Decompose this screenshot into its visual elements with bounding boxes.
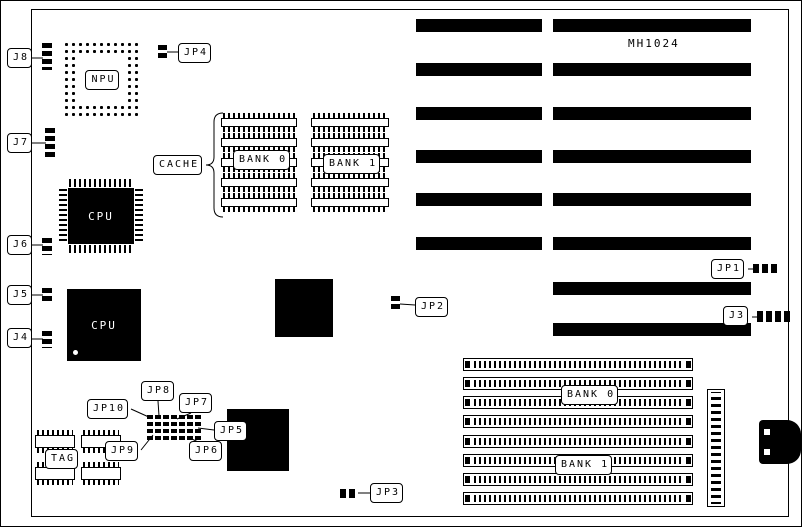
pin1-marker-dot — [73, 350, 78, 355]
cache-chip — [311, 193, 389, 212]
connector-label-j7: J7 — [7, 133, 33, 153]
jp10-label: JP10 — [87, 399, 129, 419]
j3-pins — [757, 311, 790, 322]
isa-slot — [553, 19, 751, 32]
jumper-pins — [155, 415, 161, 441]
isa-slot — [553, 282, 751, 295]
tag-chip — [81, 462, 121, 485]
connector-label-j4: J4 — [7, 328, 33, 348]
jumper-pins — [187, 415, 193, 441]
cpu-qfp-body: CPU — [68, 188, 134, 244]
jp2-pins — [391, 296, 400, 309]
isa-slot — [553, 237, 751, 250]
connector-label-j8: J8 — [7, 48, 33, 68]
qfp-pins-right — [135, 189, 143, 243]
isa-slot — [416, 237, 542, 250]
connector-pins-j5 — [42, 288, 52, 301]
connector-label-j5: J5 — [7, 285, 33, 305]
isa-slot — [416, 193, 542, 206]
chipset-chip — [275, 279, 333, 337]
jp3-pins — [340, 489, 358, 498]
jp1-pins — [753, 264, 779, 273]
cache-chip — [311, 133, 389, 152]
isa-slot — [416, 63, 542, 76]
connector-label-j6: J6 — [7, 235, 33, 255]
cache-chip — [221, 133, 297, 152]
jp3-label: JP3 — [370, 483, 404, 503]
jp9-label: JP9 — [105, 441, 139, 461]
cpu-qfp-package: CPU — [59, 179, 143, 253]
cpu-pga-chip: CPU — [67, 289, 141, 361]
connector-pins-j7 — [45, 128, 55, 159]
jumper-pins — [171, 415, 177, 441]
isa-slot — [553, 63, 751, 76]
tag-label: TAG — [45, 449, 79, 469]
cache-bank1-label: BANK 1 — [323, 154, 381, 174]
cache-chip — [221, 193, 297, 212]
jp8-label: JP8 — [141, 381, 175, 401]
jumper-pins — [147, 415, 153, 441]
jumper-pins — [195, 415, 201, 441]
cpu-pga-label: CPU — [91, 318, 117, 332]
jp2-label: JP2 — [415, 297, 449, 317]
jp6-label: JP6 — [189, 441, 223, 461]
simm-socket — [463, 358, 693, 371]
jp7-label: JP7 — [179, 393, 213, 413]
qfp-pins-top — [69, 179, 133, 187]
cache-label: CACHE — [153, 155, 203, 175]
npu-label: NPU — [85, 70, 119, 90]
jumper-pins — [179, 415, 185, 441]
connector-pins-j4 — [42, 331, 52, 348]
jumper-pins — [163, 415, 169, 441]
simm-socket — [463, 492, 693, 505]
power-connector — [707, 389, 725, 507]
jp4-label: JP4 — [178, 43, 212, 63]
isa-slot — [553, 193, 751, 206]
cache-bank0-label: BANK 0 — [233, 150, 291, 170]
memory-bank0-label: BANK 0 — [561, 385, 619, 405]
isa-slot — [416, 19, 542, 32]
isa-slot — [553, 150, 751, 163]
npu-socket-center: NPU — [79, 57, 125, 103]
npu-socket: NPU — [63, 41, 141, 119]
memory-bank1-label: BANK 1 — [555, 455, 613, 475]
simm-socket — [463, 435, 693, 448]
isa-slot — [553, 323, 751, 336]
connector-pins-j8 — [42, 43, 52, 70]
cache-chip — [311, 173, 389, 192]
j3-label: J3 — [723, 306, 749, 326]
cache-chip — [311, 113, 389, 132]
qfp-pins-bottom — [69, 245, 133, 253]
cache-chip — [221, 173, 297, 192]
keyboard-connector — [759, 420, 801, 464]
jp1-label: JP1 — [711, 259, 745, 279]
qfp-pins-left — [59, 189, 67, 243]
cpu-qfp-label: CPU — [88, 209, 114, 223]
connector-pins-j6 — [42, 238, 52, 255]
cache-chip — [221, 113, 297, 132]
board-model-text: MH1024 — [628, 37, 680, 50]
board-outline — [31, 9, 789, 517]
jp5-label: JP5 — [214, 421, 248, 441]
simm-socket — [463, 415, 693, 428]
jp4-pins — [158, 45, 167, 58]
isa-slot — [553, 107, 751, 120]
isa-slot — [416, 150, 542, 163]
tag-chip — [35, 430, 75, 453]
isa-slot — [416, 107, 542, 120]
